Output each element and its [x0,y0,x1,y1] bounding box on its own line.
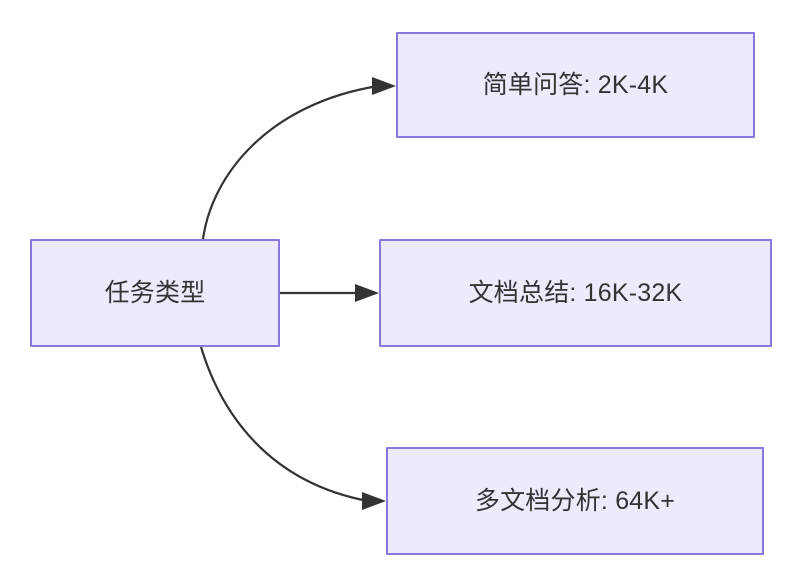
node-simple-qa-label: 简单问答: 2K-4K [482,71,669,99]
edge-root-to-simple-qa-path [201,84,379,240]
node-task-type[interactable]: 任务类型 [30,239,280,347]
node-doc-summary[interactable]: 文档总结: 16K-32K [379,239,772,347]
edge-root-to-simple-qa-arrowhead-icon [372,77,396,95]
edge-root-to-doc-summary[interactable] [280,284,379,302]
node-multi-doc[interactable]: 多文档分析: 64K+ [386,447,764,555]
edge-root-to-multi-doc-path [199,346,369,503]
node-doc-summary-label: 文档总结: 16K-32K [468,279,683,307]
edge-root-to-multi-doc-arrowhead-icon [362,492,386,510]
node-simple-qa[interactable]: 简单问答: 2K-4K [396,32,755,138]
edge-root-to-doc-summary-arrowhead-icon [355,284,379,302]
edge-root-to-multi-doc[interactable] [199,346,386,510]
edge-root-to-simple-qa[interactable] [201,77,396,240]
node-multi-doc-label: 多文档分析: 64K+ [474,487,676,515]
node-task-type-label: 任务类型 [104,279,206,307]
